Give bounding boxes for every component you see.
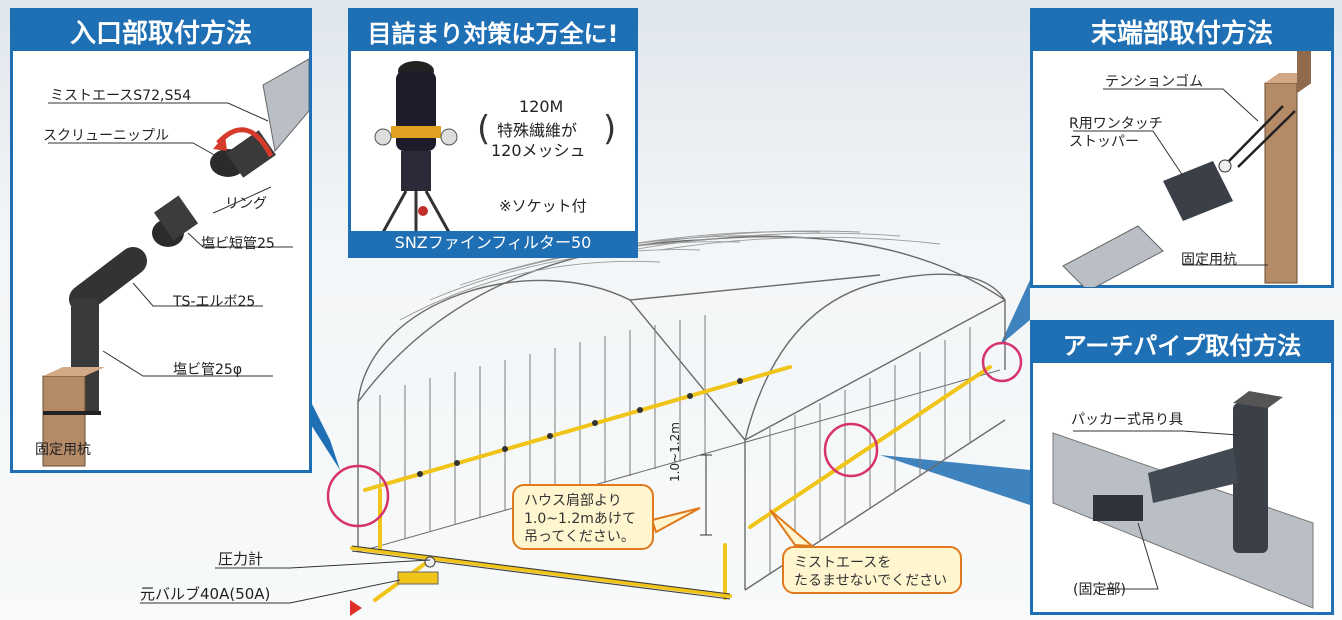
fixed-clip <box>1093 495 1143 521</box>
terminal-title: 末端部取付方法 <box>1033 11 1331 51</box>
hang-callout-tail <box>650 507 701 534</box>
arch-panel: アーチパイプ取付方法 パッカー式吊り具 (固定部) <box>1030 320 1334 615</box>
filter-spec-3: 120メッシュ <box>491 141 586 160</box>
pressure-gauge <box>424 556 436 568</box>
detail-circles <box>326 341 1023 528</box>
arch-connector <box>880 455 1030 505</box>
mist-pipe <box>350 365 992 602</box>
filter-title: 目詰まり対策は万全に! <box>351 11 635 51</box>
filter-illustration <box>374 61 458 237</box>
inlet-arrow <box>350 600 362 616</box>
terminal-connector <box>1000 280 1030 345</box>
filter-paren-right: ) <box>603 109 617 149</box>
terminal-hose <box>1062 225 1164 287</box>
terminal-illustration <box>1062 51 1311 287</box>
label-stopper-2: ストッパー <box>1069 134 1139 150</box>
hang-callout: ハウス肩部より 1.0~1.2mあけて 吊ってください。 <box>512 484 654 550</box>
entrance-title: 入口部取付方法 <box>13 11 309 51</box>
height-indicator <box>700 454 712 536</box>
filter-gauge-right <box>440 128 458 146</box>
label-terminal-stake: 固定用杭 <box>1181 252 1237 268</box>
filter-panel: 目詰まり対策は万全に! 120M 特殊繊維が 120メッシュ ( ) ※ソケット… <box>348 8 638 258</box>
stopper <box>1163 161 1233 221</box>
filter-gauge-left <box>374 128 392 146</box>
entrance-panel: 入口部取付方法 ミストエースS72,S54 スクリューニップル リング <box>10 8 312 473</box>
label-pvc-pipe: 塩ビ管25φ <box>173 362 243 378</box>
filter-spec-2: 特殊繊維が <box>497 121 578 140</box>
terminal-stake <box>1264 82 1298 284</box>
filter-body <box>396 71 436 151</box>
arch-pipe <box>1052 432 1314 609</box>
packer-hanger <box>1233 403 1268 553</box>
label-tension-rubber: テンションゴム <box>1105 74 1203 90</box>
ts-elbow <box>69 247 147 313</box>
label-fixed: (固定部) <box>1073 582 1126 598</box>
label-stopper-1: R用ワンタッチ <box>1069 116 1163 132</box>
label-entrance-stake: 固定用杭 <box>35 442 91 458</box>
main-valve-label: 元バルブ40A(50A) <box>140 585 271 603</box>
entrance-connector <box>308 400 340 470</box>
entrance-illustration <box>42 58 309 467</box>
filter-spec-1: 120M <box>519 97 564 116</box>
mist-ace-hose <box>262 58 309 153</box>
arch-illustration <box>1052 391 1314 609</box>
label-packer: パッカー式吊り具 <box>1071 412 1183 428</box>
valve-leaders <box>140 559 431 604</box>
wall-posts <box>379 315 971 573</box>
pressure-gauge-label: 圧力計 <box>218 550 264 568</box>
filter-product-name: SNZファインフィルター50 <box>394 233 592 252</box>
filter-paren-left: ( <box>477 109 491 149</box>
filter-socket-note: ※ソケット付 <box>499 197 587 215</box>
filter-product-bar <box>351 231 635 255</box>
label-ring: リング <box>225 196 267 212</box>
label-pvc-short: 塩ビ短管25 <box>201 236 275 252</box>
label-screw-nipple: スクリューニップル <box>43 128 169 144</box>
label-ts-elbow: TS-エルボ25 <box>173 294 256 310</box>
height-label: 1.0~1.2m <box>668 422 682 482</box>
mist-pipe-outline <box>351 545 731 600</box>
sag-callout: ミストエースを たるませないでください <box>782 546 962 594</box>
mist-nozzles <box>417 378 743 477</box>
terminal-panel: 末端部取付方法 テンションゴム R用ワンタッチ ストッパー 固定用杭 <box>1030 8 1334 288</box>
label-mist-ace: ミストエースS72,S54 <box>50 88 192 104</box>
fixing-stake <box>42 375 86 467</box>
main-valve <box>397 571 439 585</box>
tension-rubber <box>1228 105 1296 168</box>
sag-callout-tail <box>769 509 815 548</box>
arch-title: アーチパイプ取付方法 <box>1033 323 1331 363</box>
